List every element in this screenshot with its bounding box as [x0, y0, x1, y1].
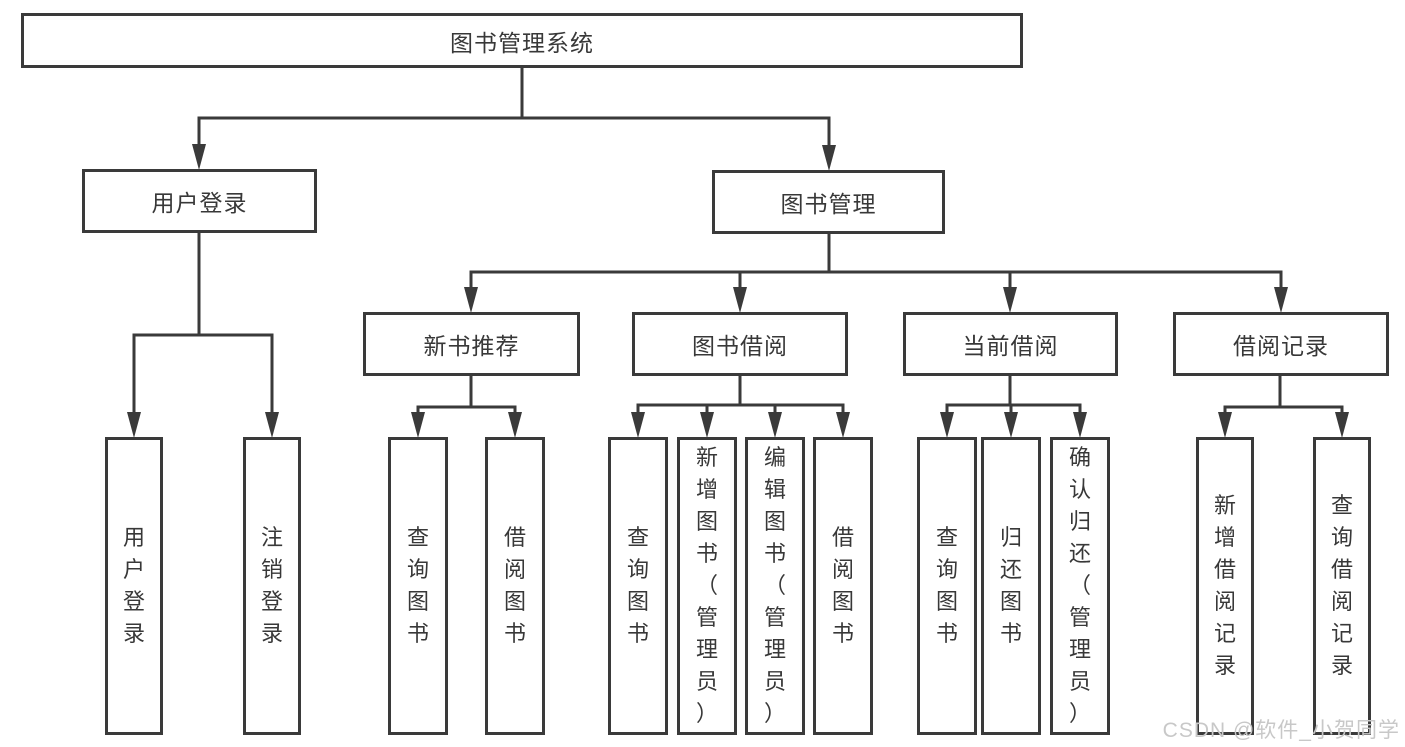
- node-label: 确认归还（管理员）: [1068, 445, 1091, 726]
- arrowhead: [836, 412, 850, 438]
- leaf-add-book-admin: 新增图书（管理员）: [677, 437, 737, 735]
- leaf-user-login: 用户登录: [105, 437, 163, 735]
- arrowhead: [631, 412, 645, 438]
- arrowhead: [508, 412, 522, 438]
- arrowhead: [1218, 412, 1232, 438]
- arrowhead: [1335, 412, 1349, 438]
- node-label: 借阅记录: [1233, 333, 1329, 359]
- node-library-system: 图书管理系统: [21, 13, 1023, 68]
- node-label: 用户登录: [151, 190, 248, 216]
- node-label: 查询图书: [626, 525, 649, 646]
- node-label: 注销登录: [260, 525, 283, 646]
- node-new-book-recommend: 新书推荐: [363, 312, 580, 376]
- arrowhead: [1073, 412, 1087, 438]
- node-label: 图书管理: [780, 191, 877, 217]
- node-label: 用户登录: [122, 525, 145, 646]
- node-label: 借阅图书: [831, 525, 854, 646]
- node-label: 查询图书: [935, 525, 958, 646]
- node-label: 图书管理系统: [450, 29, 594, 56]
- node-current-borrow: 当前借阅: [903, 312, 1118, 376]
- leaf-add-borrow-record: 新增借阅记录: [1196, 437, 1254, 735]
- leaf-confirm-return-admin: 确认归还（管理员）: [1050, 437, 1110, 735]
- node-borrow-records: 借阅记录: [1173, 312, 1389, 376]
- arrowhead: [1004, 412, 1018, 438]
- watermark: CSDN @软件_小贺同学: [1162, 719, 1400, 742]
- node-label: 查询借阅记录: [1330, 493, 1353, 678]
- node-label: 新书推荐: [423, 333, 520, 359]
- arrowhead: [265, 412, 279, 438]
- leaf-edit-book-admin: 编辑图书（管理员）: [745, 437, 805, 735]
- leaf-query-books-recommend: 查询图书: [388, 437, 448, 735]
- leaf-return-book: 归还图书: [981, 437, 1041, 735]
- leaf-query-borrow-record: 查询借阅记录: [1313, 437, 1371, 735]
- node-label: 图书借阅: [692, 333, 788, 359]
- arrowheads: [127, 144, 1349, 438]
- leaf-logout-login: 注销登录: [243, 437, 301, 735]
- node-label: 新增图书（管理员）: [695, 445, 718, 726]
- leaf-query-books-current: 查询图书: [917, 437, 977, 735]
- arrowhead: [1003, 287, 1017, 313]
- node-label: 编辑图书（管理员）: [763, 445, 786, 726]
- leaf-borrow-books: 借阅图书: [813, 437, 873, 735]
- node-label: 当前借阅: [962, 333, 1059, 359]
- leaf-borrow-books-recommend: 借阅图书: [485, 437, 545, 735]
- arrowhead: [768, 412, 782, 438]
- connector-lines: [132, 66, 1344, 427]
- node-label: 借阅图书: [503, 525, 526, 646]
- arrowhead: [464, 287, 478, 313]
- node-book-management: 图书管理: [712, 170, 945, 234]
- node-user-login: 用户登录: [82, 169, 317, 233]
- node-label: 查询图书: [406, 525, 429, 646]
- arrowhead: [411, 412, 425, 438]
- leaf-query-books-borrow: 查询图书: [608, 437, 668, 735]
- arrowhead: [940, 412, 954, 438]
- arrowhead: [127, 412, 141, 438]
- node-book-borrow: 图书借阅: [632, 312, 848, 376]
- node-label: 新增借阅记录: [1213, 493, 1236, 678]
- arrowhead: [1274, 287, 1288, 313]
- arrowhead: [192, 144, 206, 170]
- node-label: 归还图书: [999, 525, 1022, 646]
- arrowhead: [700, 412, 714, 438]
- arrowhead: [733, 287, 747, 313]
- arrowhead: [822, 145, 836, 171]
